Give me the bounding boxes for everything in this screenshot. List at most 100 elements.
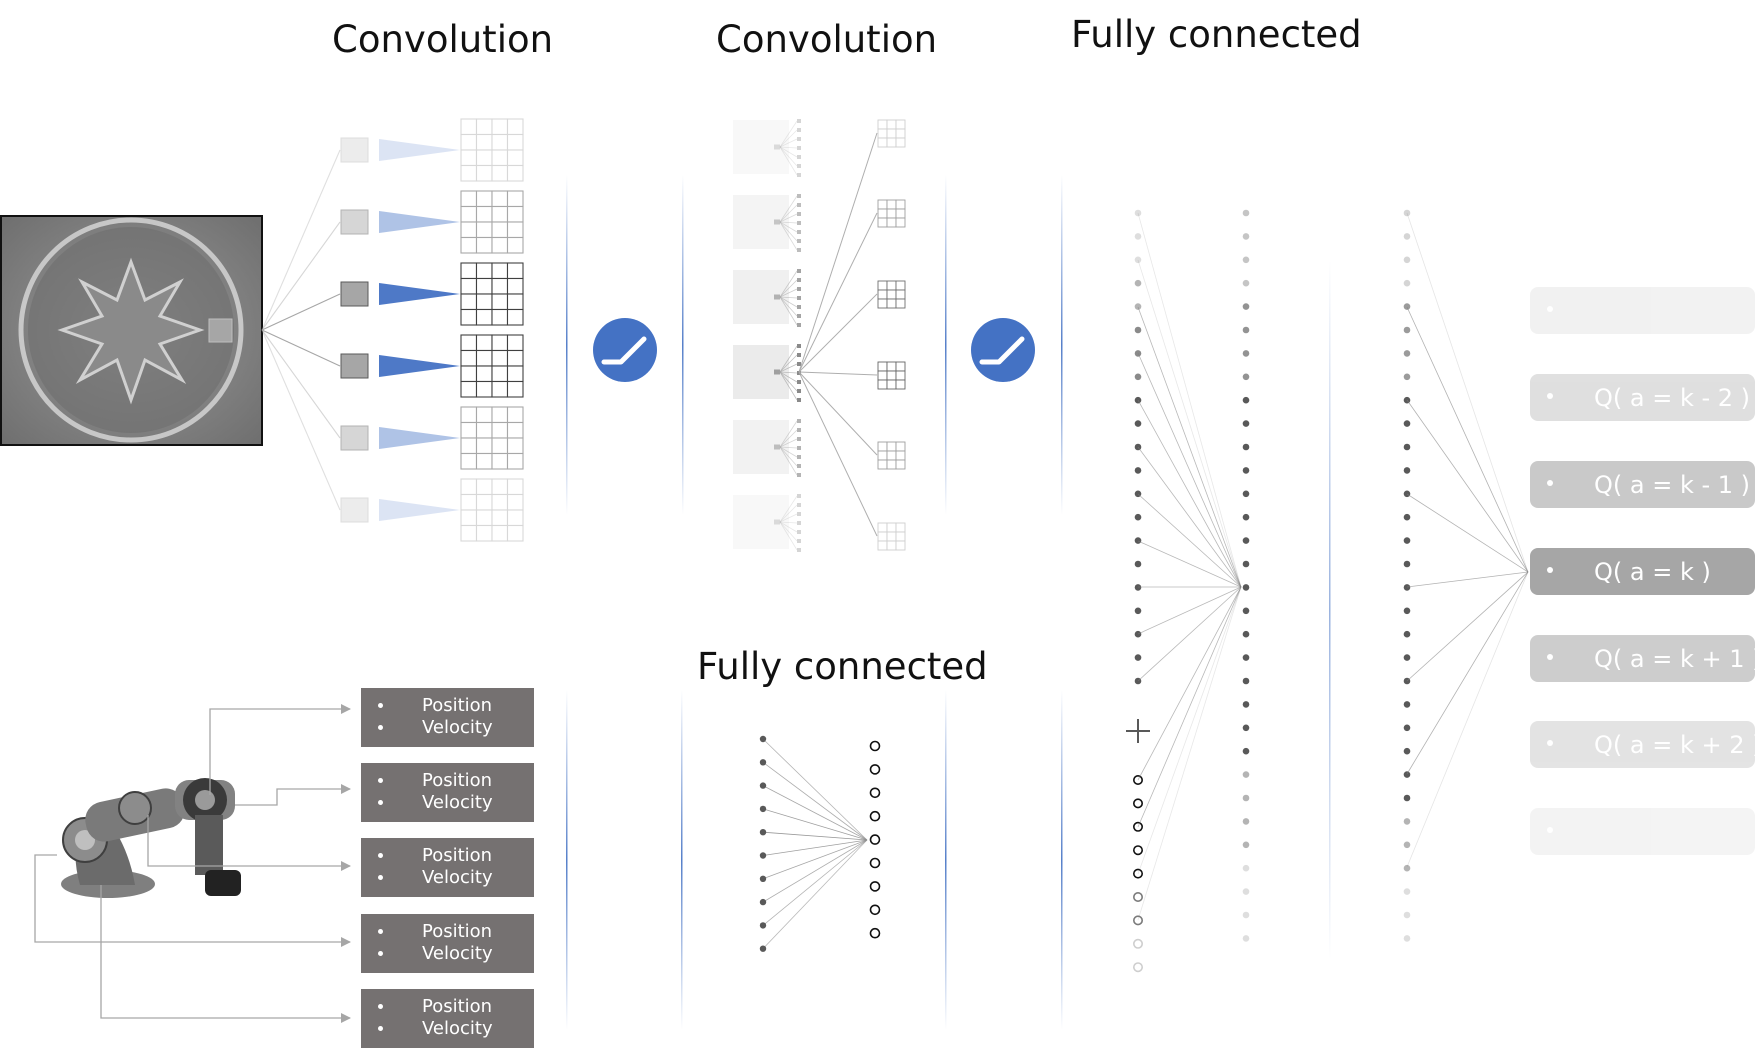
bullet-icon [1547, 480, 1553, 486]
conv1-grid-cell [491, 524, 509, 542]
layer-separators [566, 175, 1331, 1030]
conv1-kernel [340, 281, 369, 307]
conv1-grid-cell [506, 164, 524, 182]
bullet-icon [378, 875, 383, 880]
fc-hidden-node [1242, 490, 1250, 498]
conv1-grid-cell [460, 493, 478, 511]
conv2-fan-line [779, 420, 798, 448]
fc-hidden-node [1242, 279, 1250, 287]
fc-bottom-link [762, 839, 868, 880]
conv2-fan-line [779, 221, 798, 224]
conv1-grid-cell [460, 509, 478, 527]
conv2-grid-cell [895, 298, 906, 309]
fc-hidden-node [1242, 326, 1250, 334]
conv2-feature-map [733, 195, 789, 249]
fc-bottom-output-node [869, 787, 881, 799]
conv1-grid-cell [460, 205, 478, 223]
conv2-fan-line [779, 521, 798, 542]
conv2-kernel-marker [774, 144, 780, 150]
conv1-grid-cell [491, 493, 509, 511]
fc-q-link [1406, 571, 1529, 775]
fc-hidden-node [1242, 513, 1250, 521]
conv2-kernel-marker [774, 519, 780, 525]
fc-hidden-node [1242, 724, 1250, 732]
fc-hidden2-node [1403, 490, 1411, 498]
conv2-grid-cell [877, 531, 888, 542]
fc-hidden2-node [1403, 420, 1411, 427]
conv1-grid-cell [491, 308, 509, 326]
fc-input-node [1134, 513, 1142, 521]
conv2-dot [797, 548, 801, 552]
conv2-kernel-marker [774, 294, 780, 300]
conv2-dot [797, 194, 801, 198]
conv1-grid-cell [491, 149, 509, 167]
fc-bottom-link [762, 839, 868, 856]
fc-hidden-node [1242, 654, 1250, 661]
conv1-grid-cell [460, 149, 478, 167]
bullet-icon [378, 725, 383, 730]
conv2-fan-line [779, 146, 798, 158]
conv1-grid-cell [475, 406, 493, 424]
fc-bottom-output-node [869, 740, 881, 752]
state-box-row: Velocity [361, 867, 534, 889]
conv2-fan-line [779, 221, 798, 251]
fc-hidden-node [1242, 209, 1250, 217]
conv2-dot [797, 137, 801, 141]
fc-hidden2-node [1403, 279, 1411, 287]
conv2-fan-line [779, 146, 798, 176]
state-box-row: Position [361, 695, 534, 717]
conv2-fan-line [779, 371, 798, 401]
conv2-dot [797, 305, 801, 309]
conv1-grid-cell [491, 190, 509, 208]
fc-hidden2-node [1403, 654, 1411, 661]
conv1-grid-cell [475, 334, 493, 352]
conv1-grid-cell [460, 524, 478, 542]
q-value-label: Q( a = k - 2 ) [1594, 384, 1751, 412]
conv2-fan-line [779, 513, 798, 523]
conv2-grid-cell [895, 370, 906, 381]
conv1-kernel [340, 497, 369, 523]
conv1-filter [379, 283, 460, 305]
fc-hidden2-node [1403, 701, 1411, 708]
conv2-grid-cell [877, 361, 888, 372]
fc-hidden2-node [1403, 350, 1411, 357]
fc-bottom-link [762, 839, 868, 926]
conv2-dot [797, 314, 801, 318]
fc-hidden-node [1242, 911, 1250, 919]
conv1-grid-cell [460, 277, 478, 295]
conv2-dot [797, 473, 801, 477]
state-box-label: Position [422, 770, 493, 791]
fc-hidden2-node [1403, 209, 1411, 217]
conv2-fan-line [779, 345, 798, 373]
fc-bottom-link [762, 839, 868, 949]
fc-bottom-output-node [869, 927, 881, 939]
conv2-dot [797, 119, 801, 123]
fc-hidden-node [1242, 794, 1250, 802]
state-box-row: Position [361, 996, 534, 1018]
conv2-fan-line [779, 363, 798, 373]
fc-input-node [1134, 607, 1142, 615]
fc-hidden-node [1242, 677, 1250, 685]
conv1-feature-grid [460, 262, 524, 326]
fc-bottom-input-node [759, 805, 767, 813]
fc-hidden-node [1242, 841, 1250, 849]
fc-hidden2-node [1403, 584, 1411, 591]
conv2-link [798, 212, 878, 373]
conv2-dot [797, 278, 801, 282]
fc-hidden-node [1242, 350, 1250, 357]
conv2-grid-cell [886, 217, 897, 228]
fc-hidden2-node [1403, 443, 1411, 451]
conv2-dot [797, 494, 801, 498]
conv1-link [261, 293, 341, 331]
conv2-grid-cell [877, 128, 888, 139]
conv2-grid-cell [877, 522, 888, 533]
conv2-grid-cell [877, 217, 888, 228]
fc-hidden-node [1242, 701, 1250, 708]
conv1-grid-cell [475, 308, 493, 326]
conv2-dot [797, 146, 801, 150]
conv2-fan-line [779, 521, 798, 551]
conv1-grid-cell [475, 118, 493, 136]
